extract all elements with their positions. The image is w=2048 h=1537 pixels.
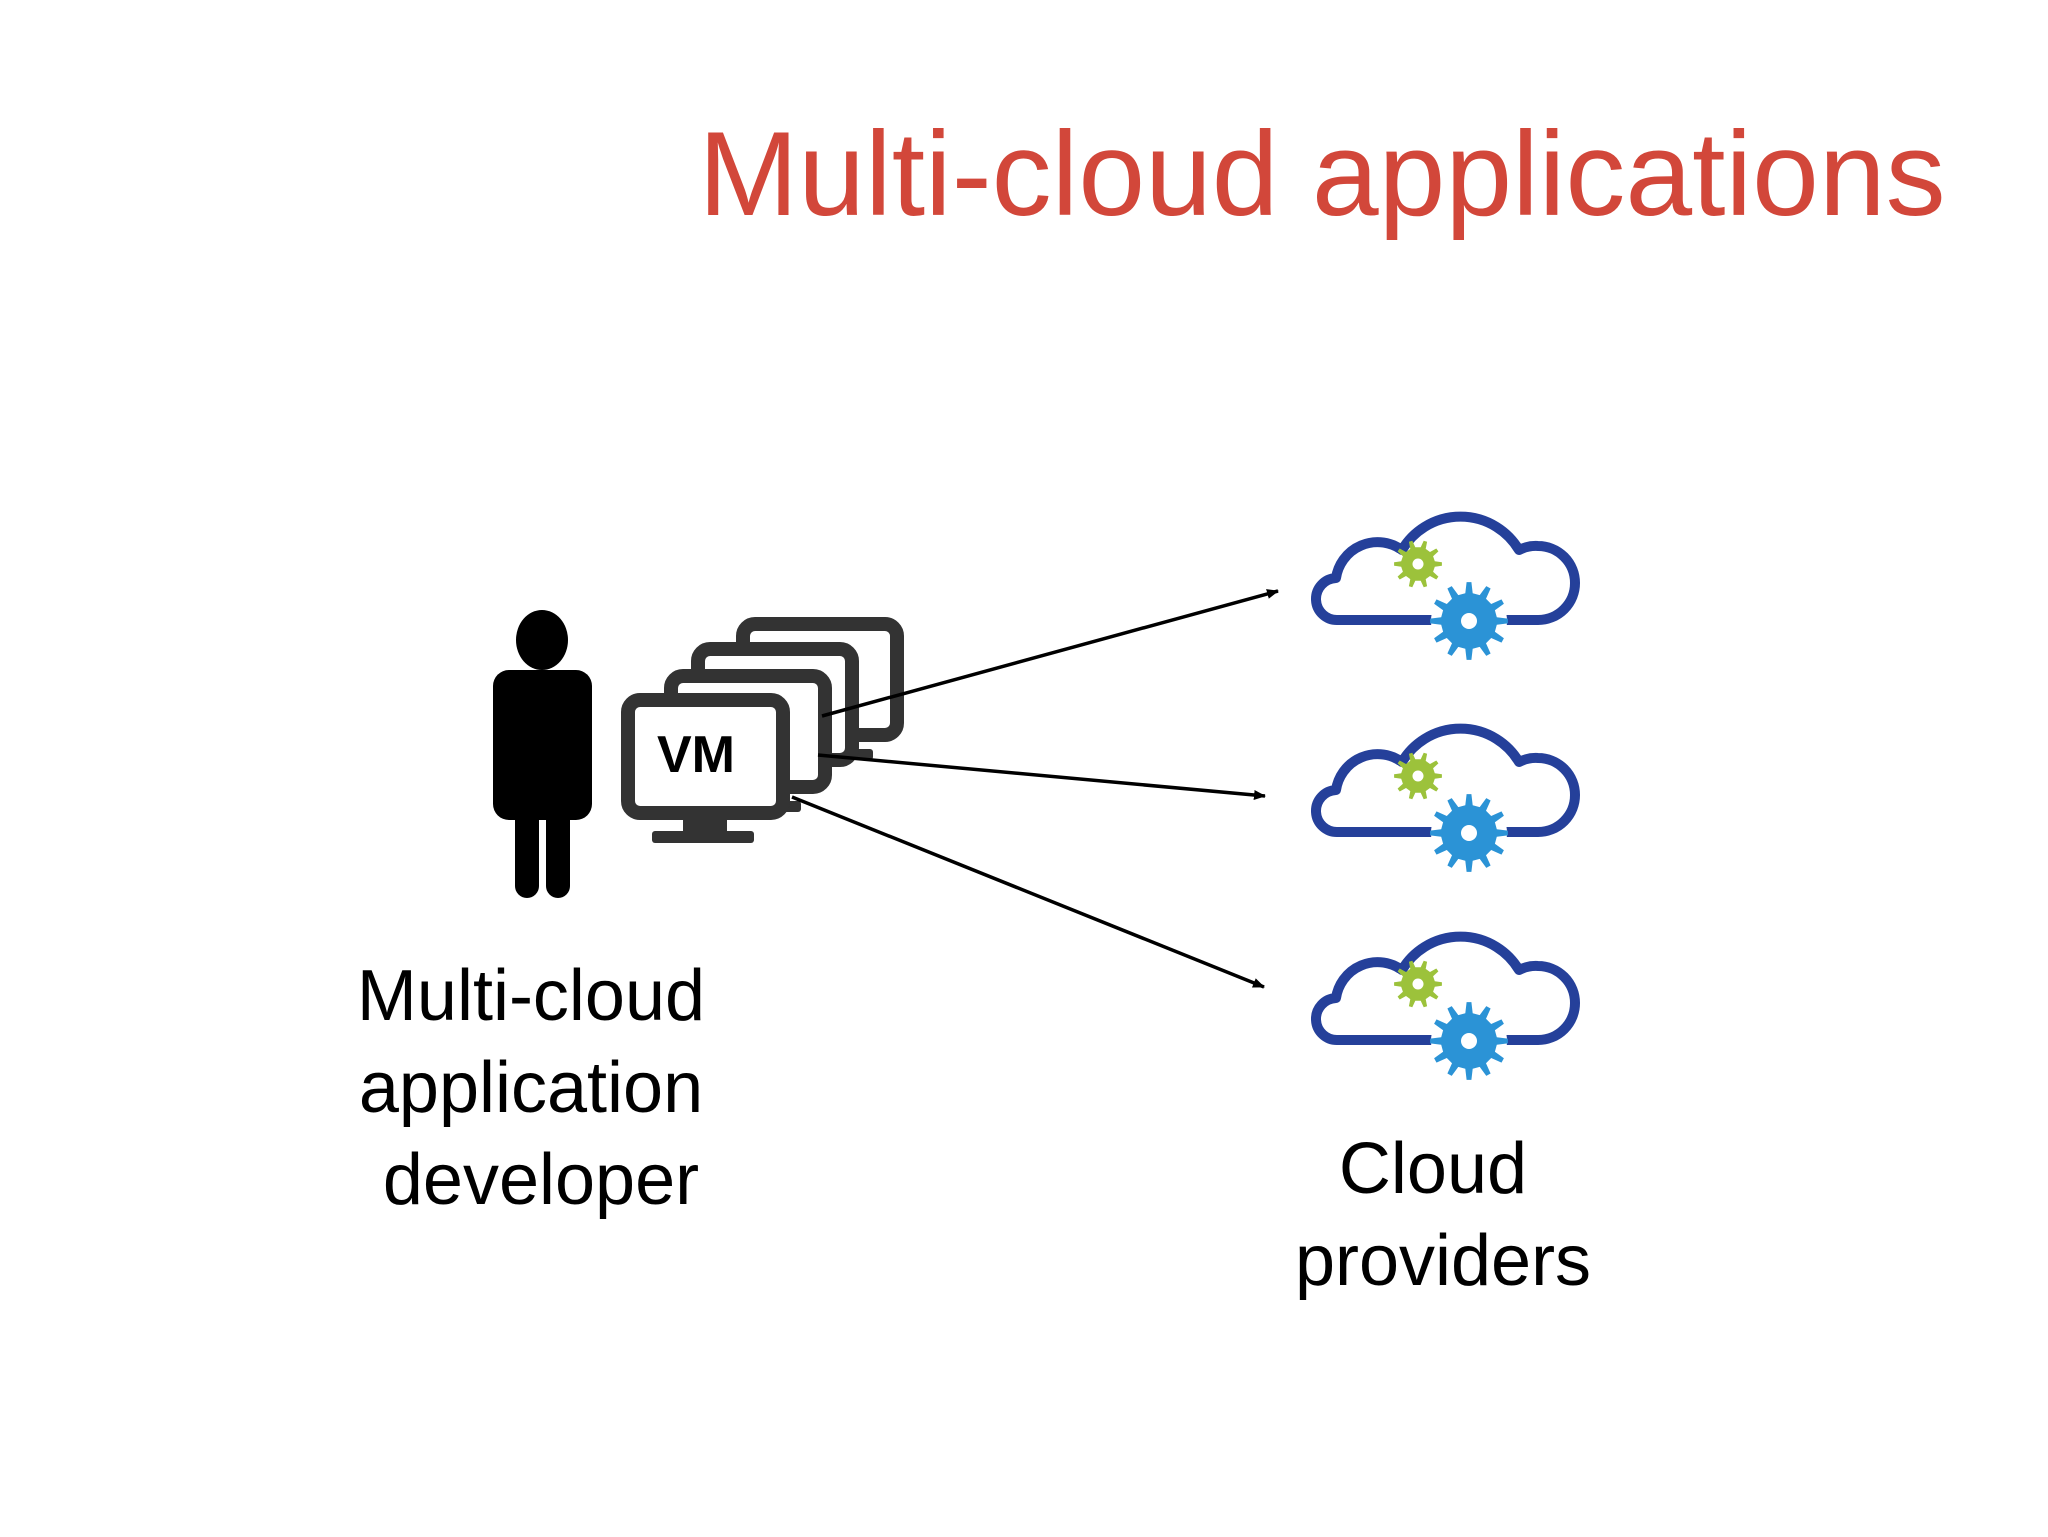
cloud-gear-icon — [1311, 723, 1580, 872]
vm-stack: VM — [621, 617, 904, 843]
developer-label-line-3: developer — [383, 1140, 699, 1220]
arrow-to-provider-3 — [791, 795, 1265, 989]
arrow-to-provider-2 — [817, 753, 1266, 800]
cloud-gear-icon — [1311, 931, 1580, 1080]
providers-label-line-1: Cloud — [1339, 1129, 1527, 1209]
cloud-icon — [1311, 931, 1580, 1045]
cloud-icon — [1311, 723, 1580, 837]
arrow-to-provider-1 — [821, 589, 1279, 718]
developer-label: Multi-cloud application developer — [357, 956, 725, 1220]
providers-label-line-2: providers — [1295, 1221, 1591, 1301]
cloud-icon — [1311, 511, 1580, 625]
person-icon — [493, 610, 592, 898]
providers-label: Cloud providers — [1295, 1129, 1591, 1301]
arrows — [791, 589, 1279, 989]
slide-title: Multi-cloud applications — [698, 107, 1945, 241]
cloud-gear-icon — [1311, 511, 1580, 660]
cloud-providers — [1311, 511, 1580, 1080]
developer-label-line-1: Multi-cloud — [357, 956, 705, 1036]
developer-label-line-2: application — [359, 1048, 703, 1128]
vm-monitor-icon — [621, 693, 790, 843]
vm-label: VM — [657, 726, 735, 784]
